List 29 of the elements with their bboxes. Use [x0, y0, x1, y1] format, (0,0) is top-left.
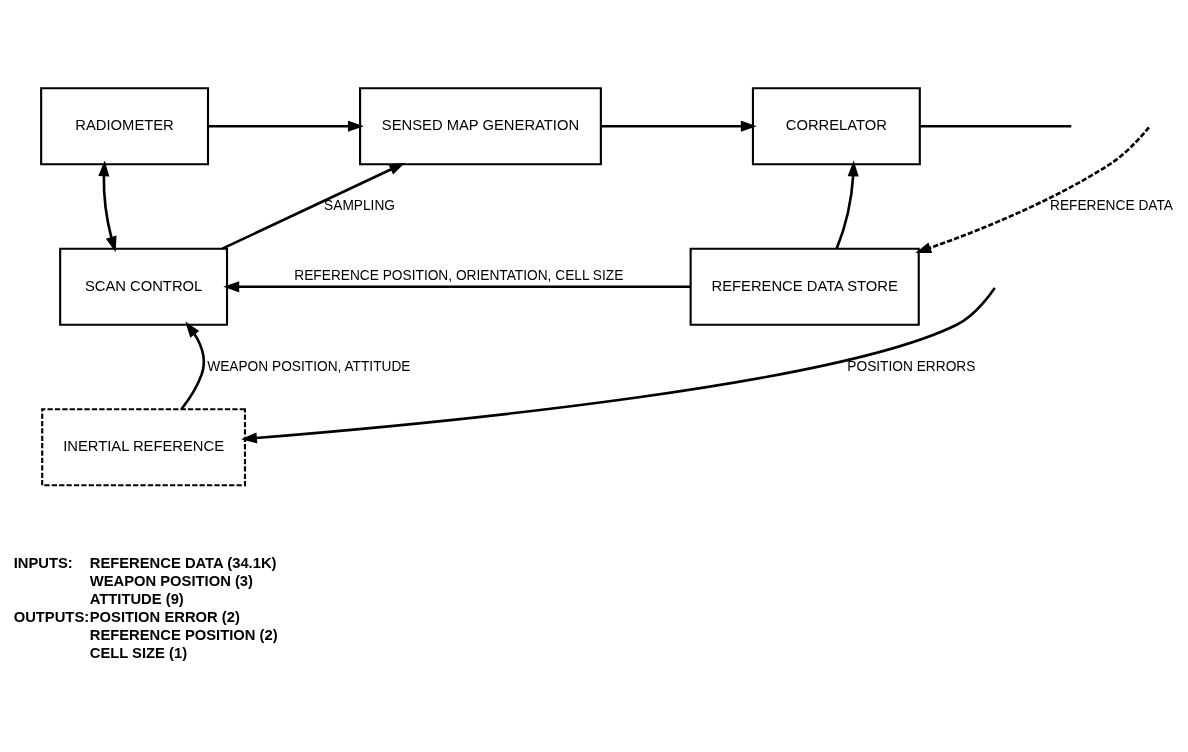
label: POSITION ERROR (2) [89, 608, 240, 625]
label: ATTITUDE (9) [89, 590, 184, 607]
edge-label: REFERENCE POSITION, ORIENTATION, CELL SIZE [294, 267, 624, 283]
label: REFERENCE DATA (34.1K) [89, 554, 277, 571]
label: CELL SIZE (1) [89, 644, 188, 661]
label: REFERENCE POSITION (2) [89, 626, 278, 643]
node-box: REFERENCE DATA STORE [689, 247, 920, 326]
arrow [98, 160, 117, 253]
edge-label: POSITION ERRORS [847, 358, 976, 374]
node-box: SENSED MAP GENERATION [359, 87, 602, 166]
arrow [180, 321, 206, 410]
label: WEAPON POSITION (3) [89, 572, 253, 589]
arrow [221, 162, 406, 250]
arrow [223, 281, 691, 293]
node-box: CORRELATOR [751, 87, 921, 166]
label: INPUTS: [13, 554, 73, 571]
node-box: SCAN CONTROL [59, 247, 229, 326]
edge-label: WEAPON POSITION, ATTITUDE [207, 358, 411, 374]
arrow [835, 160, 859, 249]
node-box: RADIOMETER [40, 87, 210, 166]
arrow [915, 126, 1150, 254]
arrow [241, 287, 996, 444]
connector [920, 124, 1072, 128]
label: OUTPUTS: [13, 608, 90, 625]
edge-label: SAMPLING [324, 198, 396, 214]
arrow [601, 120, 757, 132]
node-box: INERTIAL REFERENCE [41, 408, 247, 487]
arrow [208, 120, 364, 132]
edge-label: REFERENCE DATA [1049, 198, 1173, 214]
